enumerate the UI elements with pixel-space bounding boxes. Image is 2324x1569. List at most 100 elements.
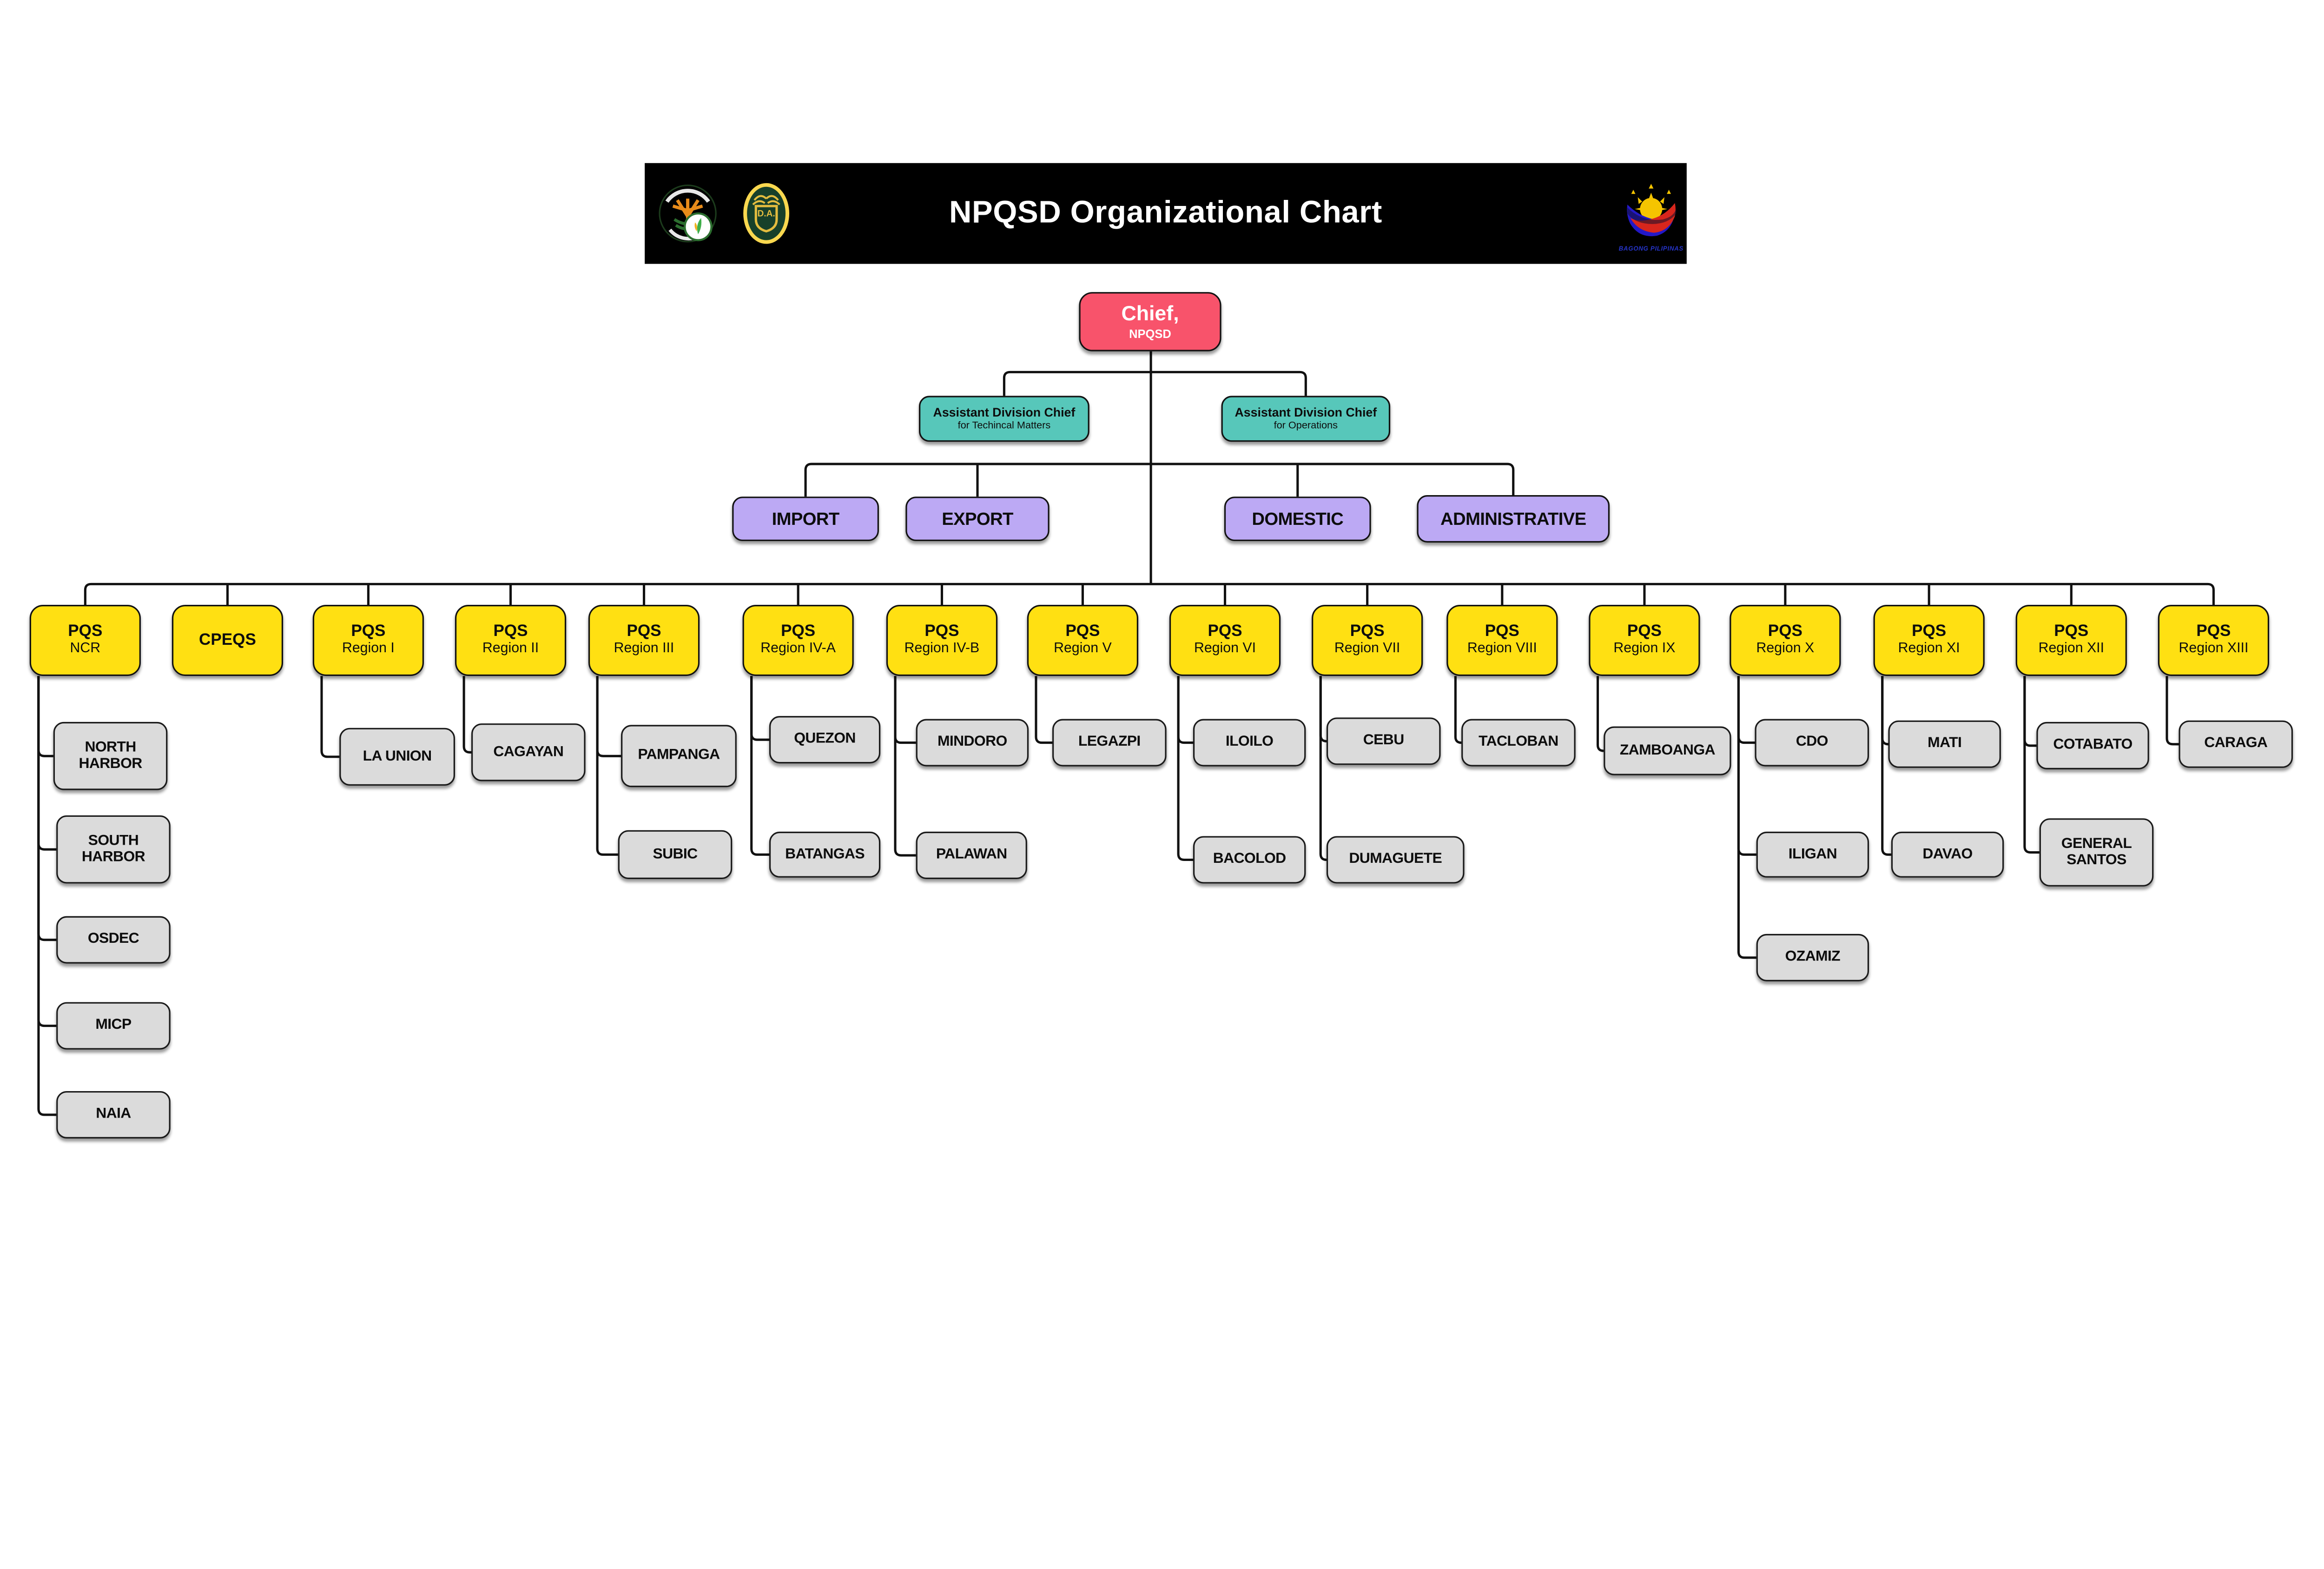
region-name: Region V — [1054, 640, 1112, 657]
node-region-3: PQS Region III — [588, 605, 700, 676]
node-station-la-union: LA UNION — [339, 728, 455, 786]
node-station-bacolod: BACOLOD — [1193, 836, 1306, 884]
connector-lines — [37, 351, 2215, 1116]
station-label: SUBIC — [653, 846, 698, 863]
region-name: Region VIII — [1467, 640, 1537, 657]
region-name: Region III — [614, 640, 674, 657]
header-banner: NPQSD Organizational Chart — [645, 163, 1687, 264]
section-label: EXPORT — [942, 508, 1013, 530]
node-region-8: PQS Region VIII — [1446, 605, 1558, 676]
station-label: BACOLOD — [1213, 851, 1286, 868]
section-label: DOMESTIC — [1252, 508, 1344, 530]
node-region-7: PQS Region VII — [1312, 605, 1423, 676]
node-region-ncr: PQS NCR — [29, 605, 141, 676]
region-name: Region IV-A — [760, 640, 836, 657]
station-label: OZAMIZ — [1785, 949, 1841, 966]
station-label: DAVAO — [1922, 846, 1973, 863]
assistant-subtitle: for Techincal Matters — [957, 421, 1051, 431]
node-region-11: PQS Region XI — [1873, 605, 1985, 676]
section-label: IMPORT — [772, 508, 840, 530]
bagong-pilipinas-label: BAGONG PILIPINAS — [1618, 245, 1684, 252]
node-station-cdo: CDO — [1755, 719, 1869, 767]
node-station-davao: DAVAO — [1891, 831, 2004, 878]
node-station-osdec: OSDEC — [56, 916, 171, 964]
region-name: Region XI — [1898, 640, 1960, 657]
station-label: MICP — [95, 1017, 132, 1034]
station-label: PAMPANGA — [638, 747, 720, 764]
node-station-batangas: BATANGAS — [769, 831, 881, 878]
node-region-5: PQS Region V — [1027, 605, 1138, 676]
station-label: ILOILO — [1225, 734, 1274, 751]
region-name: NCR — [70, 640, 101, 657]
node-assistant-chief-technical: Assistant Division Chief for Techincal M… — [919, 396, 1089, 442]
node-station-micp: MICP — [56, 1002, 171, 1050]
station-label: LEGAZPI — [1078, 734, 1141, 751]
node-region-9: PQS Region IX — [1589, 605, 1700, 676]
station-label: MATI — [1928, 735, 1962, 752]
node-station-north-harbor: NORTH HARBOR — [53, 722, 168, 790]
region-acronym: PQS — [1350, 622, 1385, 641]
region-name: Region II — [482, 640, 539, 657]
assistant-title: Assistant Division Chief — [933, 404, 1076, 419]
org-chart-canvas: NPQSD Organizational Chart D.A. — [29, 163, 2293, 1139]
station-label: GENERAL SANTOS — [2061, 835, 2132, 869]
station-label: CARAGA — [2204, 735, 2268, 752]
node-station-iloilo: ILOILO — [1193, 719, 1306, 767]
region-name: Region IX — [1613, 640, 1676, 657]
node-region-2: PQS Region II — [455, 605, 567, 676]
region-acronym: PQS — [924, 622, 959, 641]
node-region-4a: PQS Region IV-A — [742, 605, 854, 676]
region-acronym: PQS — [1208, 622, 1242, 641]
region-acronym: PQS — [1768, 622, 1802, 641]
station-label: OSDEC — [87, 931, 139, 948]
node-station-mati: MATI — [1888, 720, 2001, 768]
node-station-tacloban: TACLOBAN — [1461, 719, 1576, 767]
region-acronym: PQS — [781, 622, 816, 641]
region-name: Region XII — [2038, 640, 2105, 657]
station-label: TACLOBAN — [1479, 734, 1558, 751]
node-region-10: PQS Region X — [1730, 605, 1841, 676]
node-station-naia: NAIA — [56, 1091, 171, 1139]
page-title: NPQSD Organizational Chart — [949, 195, 1382, 230]
station-label: NAIA — [96, 1106, 131, 1123]
region-acronym: PQS — [351, 622, 386, 641]
station-label: COTABATO — [2053, 737, 2133, 754]
node-station-south-harbor: SOUTH HARBOR — [56, 815, 171, 884]
node-region-12: PQS Region XII — [2015, 605, 2127, 676]
node-section-export: EXPORT — [905, 497, 1050, 541]
region-acronym: PQS — [2054, 622, 2089, 641]
node-region-4b: PQS Region IV-B — [886, 605, 998, 676]
node-station-quezon: QUEZON — [769, 716, 881, 764]
chief-subtitle: NPQSD — [1129, 327, 1171, 341]
section-label: ADMINISTRATIVE — [1440, 508, 1586, 530]
node-station-ozamiz: OZAMIZ — [1756, 933, 1869, 981]
station-label: MINDORO — [938, 734, 1007, 751]
node-region-13: PQS Region XIII — [2158, 605, 2270, 676]
node-station-mindoro: MINDORO — [916, 719, 1029, 767]
svg-text:D.A.: D.A. — [757, 209, 775, 219]
region-acronym: PQS — [1065, 622, 1100, 641]
region-acronym: PQS — [2196, 622, 2231, 641]
station-label: CEBU — [1363, 733, 1404, 749]
region-acronym: PQS — [1485, 622, 1519, 641]
station-label: CAGAYAN — [493, 743, 564, 761]
station-label: ZAMBOANGA — [1619, 742, 1716, 759]
region-acronym: PQS — [1627, 622, 1662, 641]
station-label: BATANGAS — [785, 846, 865, 863]
bagong-pilipinas-logo-icon — [1627, 184, 1677, 237]
region-name: Region XIII — [2179, 640, 2249, 657]
node-station-zamboanga: ZAMBOANGA — [1604, 726, 1731, 775]
station-label: ILIGAN — [1788, 846, 1837, 863]
station-label: DUMAGUETE — [1349, 851, 1442, 868]
region-name: Region VII — [1334, 640, 1400, 657]
region-name: Region VI — [1194, 640, 1256, 657]
node-station-general-santos: GENERAL SANTOS — [2039, 818, 2154, 887]
node-station-legazpi: LEGAZPI — [1052, 719, 1167, 767]
node-station-cebu: CEBU — [1326, 717, 1441, 765]
region-acronym: PQS — [493, 622, 528, 641]
station-label: SOUTH HARBOR — [81, 832, 145, 866]
region-acronym: PQS — [627, 622, 661, 641]
region-name: Region X — [1756, 640, 1815, 657]
region-acronym: PQS — [68, 622, 103, 641]
node-section-import: IMPORT — [732, 497, 879, 541]
